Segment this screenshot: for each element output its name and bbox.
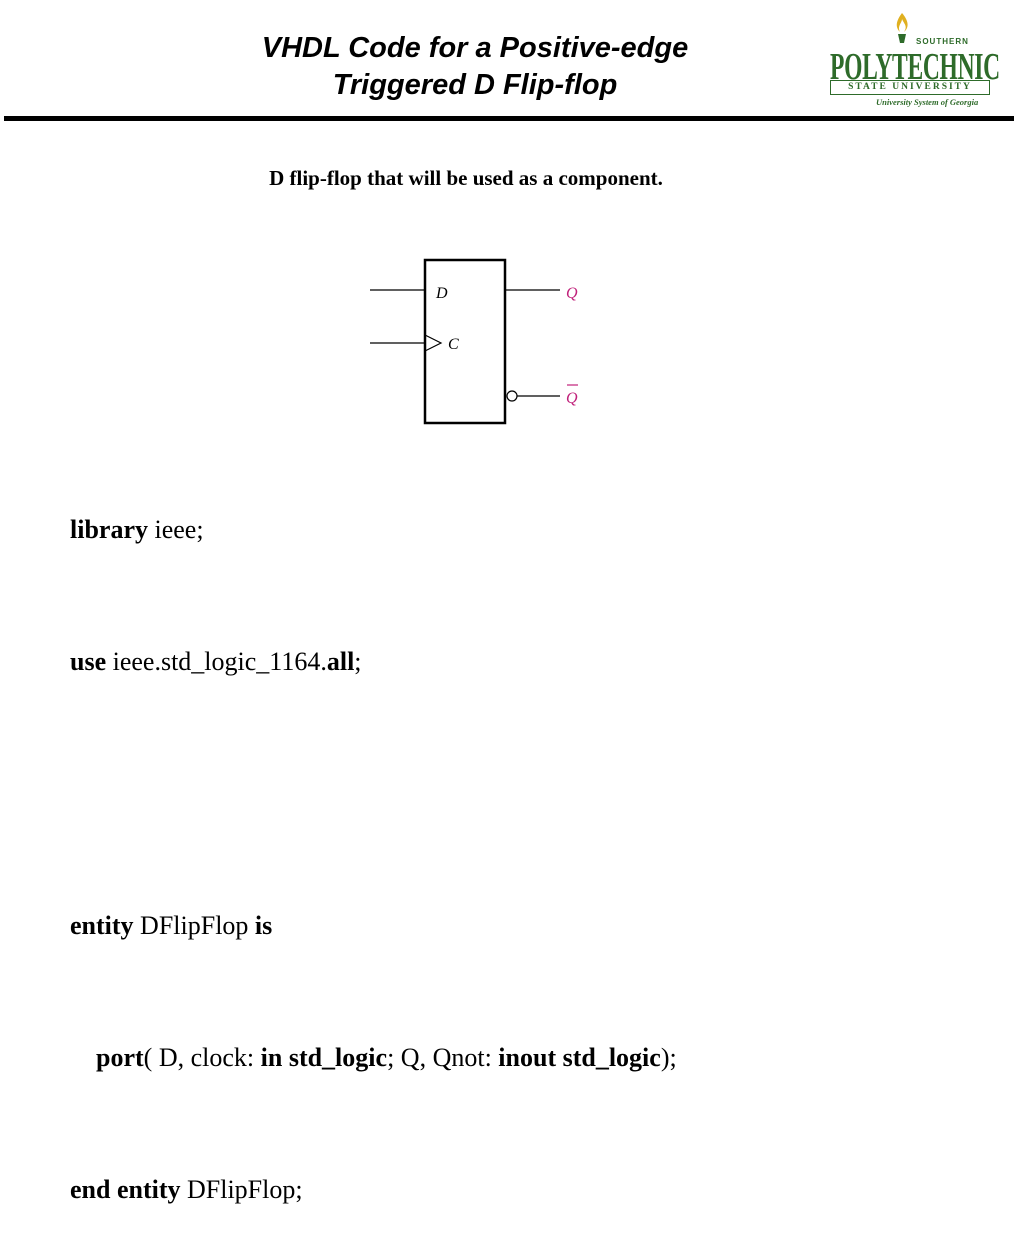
code-text: DFlipFlop; [180,1175,303,1204]
keyword-entity: entity [70,911,134,940]
logo-state: STATE UNIVERSITY [830,80,990,95]
keyword-inout-std-logic: inout std_logic [498,1043,661,1072]
d-input-label: D [435,285,448,302]
torch-flame-icon [896,13,908,43]
title-line-1: VHDL Code for a Positive-edge [261,32,689,64]
code-text: ; Q, Qnot: [387,1043,499,1072]
code-line-library: library ieee; [70,508,677,552]
keyword-is: is [254,911,273,940]
code-text: ); [660,1043,677,1072]
qbar-output-label: Q [566,390,578,407]
logo-system: University System of Georgia [876,97,979,107]
code-text: ( D, clock: [143,1043,261,1072]
slide-title: VHDL Code for a Positive-edge Triggered … [150,30,800,104]
inversion-bubble [506,390,518,402]
code-line-port: port( D, clock: in std_logic; Q, Qnot: i… [70,1036,677,1080]
code-line-end-entity: end entity DFlipFlop; [70,1168,677,1212]
code-line-blank [70,772,677,816]
keyword-in-std-logic: in std_logic [260,1043,388,1072]
code-text: ieee.std_logic_1164. [106,647,327,676]
keyword-end-entity: end entity [70,1175,181,1204]
c-input-label: C [448,336,459,353]
header-divider [4,116,1014,121]
q-output-label: Q [566,285,578,302]
code-line-use: use ieee.std_logic_1164.all; [70,640,677,684]
keyword-port: port [96,1043,144,1072]
clock-edge-triangle [424,334,443,352]
title-line-2: Triggered D Flip-flop [332,69,618,101]
vhdl-code-block: library ieee; use ieee.std_logic_1164.al… [70,420,677,1256]
keyword-all: all [326,647,355,676]
subtitle: D flip-flop that will be used as a compo… [269,166,663,190]
code-text: ieee; [148,515,204,544]
code-line-entity: entity DFlipFlop is [70,904,677,948]
flip-flop-body [423,258,507,425]
d-flip-flop-diagram: D C Q Q [370,258,578,425]
code-text: ; [354,647,362,676]
logo-name: POLYTECHNIC [830,46,1000,88]
code-text: DFlipFlop [133,911,255,940]
keyword-library: library [70,515,148,544]
university-logo: SOUTHERN POLYTECHNIC STATE UNIVERSITY Un… [826,10,1000,110]
logo-top-text: SOUTHERN [916,37,969,46]
keyword-use: use [70,647,107,676]
